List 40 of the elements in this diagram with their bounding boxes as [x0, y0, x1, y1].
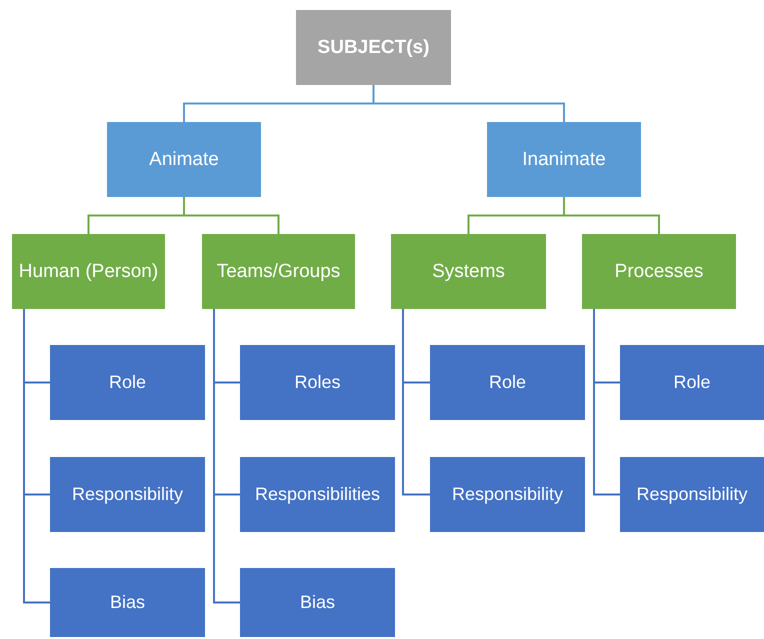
connector-line	[402, 309, 430, 496]
org-chart-box	[202, 234, 355, 309]
org-chart-box	[430, 457, 585, 532]
org-chart-box	[240, 345, 395, 420]
connector-line	[183, 197, 280, 234]
box-label: Bias	[110, 591, 145, 614]
box-label: Role	[488, 371, 526, 394]
box-label: Responsibilities	[254, 483, 380, 506]
box-label: Role	[673, 371, 711, 394]
org-chart-box	[240, 568, 395, 637]
box-label: Processes	[614, 260, 704, 284]
box-label: Role	[108, 371, 146, 394]
org-chart-box	[107, 122, 261, 197]
box-label: Teams/Groups	[216, 260, 340, 284]
org-chart-box	[240, 457, 395, 532]
box-label: Systems	[432, 260, 505, 284]
connector-line	[213, 309, 240, 604]
org-chart-box	[50, 345, 205, 420]
org-chart-box	[620, 457, 764, 532]
box-label: Bias	[300, 591, 335, 614]
org-chart-box	[391, 234, 546, 309]
org-chart-box	[50, 568, 205, 637]
box-label: Inanimate	[522, 148, 606, 172]
org-chart-box	[430, 345, 585, 420]
org-chart-box	[12, 234, 165, 309]
org-chart-box	[487, 122, 641, 197]
box-label: Responsibility	[72, 483, 184, 506]
box-label: SUBJECT(s)	[318, 36, 430, 60]
org-chart-box	[50, 457, 205, 532]
connector-line	[563, 197, 660, 234]
connector-line	[593, 309, 620, 496]
box-label: Animate	[149, 148, 219, 172]
box-label: Human (Person)	[18, 260, 158, 284]
connector-line	[23, 309, 50, 604]
org-chart-box	[296, 10, 451, 85]
box-label: Roles	[294, 371, 341, 394]
org-chart-box	[620, 345, 764, 420]
box-label: Responsibility	[636, 483, 748, 506]
org-chart-box	[582, 234, 736, 309]
box-label: Responsibility	[452, 483, 564, 506]
